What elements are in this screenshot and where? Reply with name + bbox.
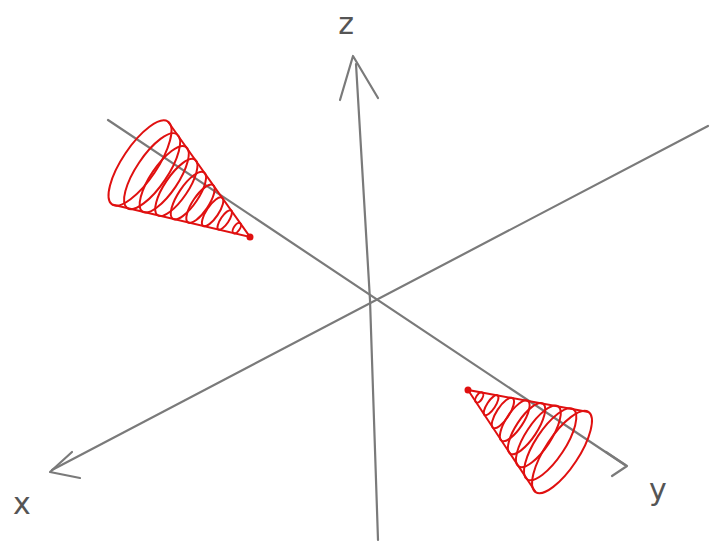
y-axis — [108, 120, 625, 465]
axis-label: x — [13, 489, 31, 519]
coil-turn — [481, 393, 501, 417]
cone-tip — [466, 388, 471, 393]
coil-turn — [522, 403, 603, 502]
coil-turn — [98, 112, 183, 215]
coil-turn — [495, 396, 535, 445]
axis-label: z — [338, 9, 354, 39]
x-arrowhead — [50, 452, 80, 478]
coil-turn — [215, 208, 235, 232]
cone-tip — [248, 235, 253, 240]
coil-turn — [231, 221, 243, 234]
coil-cone — [466, 388, 603, 502]
coil-turn — [181, 181, 219, 227]
y-arrowhead — [606, 452, 627, 476]
coil-cone — [98, 112, 253, 240]
coil-cones — [98, 112, 603, 502]
axis-label: y — [649, 475, 667, 505]
z-arrowhead — [340, 56, 378, 100]
coil-turn — [165, 167, 213, 224]
cone-outline — [468, 390, 588, 492]
cone-outline — [112, 122, 250, 237]
coil-turn — [474, 391, 485, 404]
